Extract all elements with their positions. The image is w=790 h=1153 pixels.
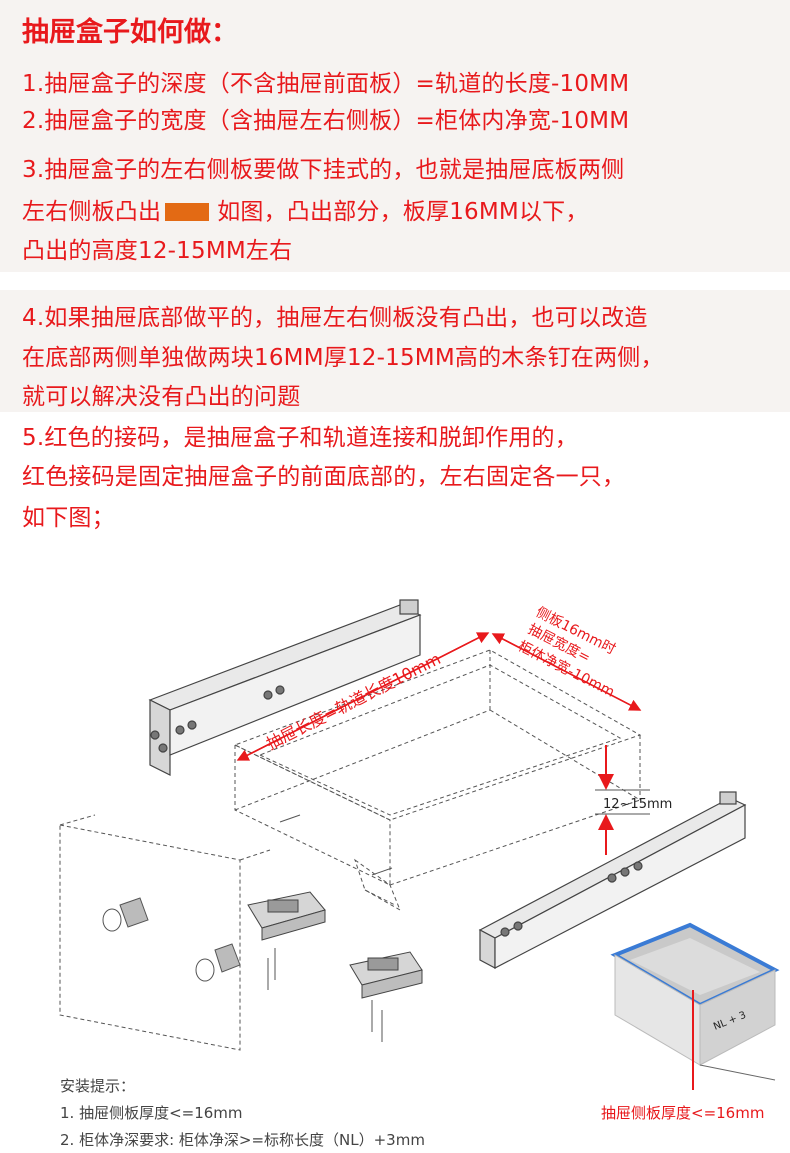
instruction-line-3c: 凸出的高度12-15MM左右: [22, 238, 293, 264]
drawer-box-render: NL + 3: [610, 922, 780, 1090]
drawer-slide-rail-right: [478, 791, 747, 969]
side-thickness-label: 抽屉侧板厚度<=16mm: [601, 1104, 765, 1122]
drawer-front-clip-left: [247, 891, 326, 941]
instruction-line-3a: 3.抽屉盒子的左右侧板要做下挂式的，也就是抽屉底板两侧: [22, 157, 625, 183]
instruction-line-5b: 红色接码是固定抽屉盒子的前面底部的，左右固定各一只，: [22, 464, 626, 490]
drawer-installation-diagram: 抽屉长度=轨道长度10mm 侧板16mm时 抽屉宽度= 柜体净宽-10mm 12…: [59, 599, 780, 1090]
drawer-slide-rail-left: [148, 599, 422, 776]
text-background-band-top: [0, 0, 790, 272]
instruction-line-5c: 如下图；: [22, 505, 115, 531]
page-title: 抽屉盒子如何做：: [22, 17, 238, 48]
install-tip-1: 1. 抽屉侧板厚度<=16mm: [60, 1104, 243, 1122]
instruction-line-2: 2.抽屉盒子的宽度（含抽屉左右侧板）=柜体内净宽-10MM: [22, 108, 630, 134]
width-dimension: 侧板16mm时 抽屉宽度= 柜体净宽-10mm: [491, 604, 642, 711]
height-dimension: 12~15mm: [595, 745, 672, 855]
hardware-screws: [102, 814, 393, 1042]
instruction-line-4b: 在底部两侧单独做两块16MM厚12-15MM高的木条钉在两侧，: [22, 345, 664, 371]
cabinet-side-panel: [59, 814, 271, 1051]
instruction-line-5a: 5.红色的接码，是抽屉盒子和轨道连接和脱卸作用的，: [22, 425, 578, 451]
instruction-line-1: 1.抽屉盒子的深度（不含抽屉前面板）=轨道的长度-10MM: [22, 71, 630, 97]
instruction-line-3b-end: 如图，凸出部分，板厚16MM以下，: [217, 199, 589, 225]
protrusion-swatch: [165, 203, 210, 221]
text-background-band-middle: [0, 290, 790, 412]
instruction-line-3b: 左右侧板凸出 如图，凸出部分，板厚16MM以下，: [22, 192, 589, 226]
drawer-front-clip-right: [349, 951, 423, 999]
instruction-line-3b-start: 左右侧板凸出: [22, 199, 162, 225]
install-tips-heading: 安装提示：: [60, 1077, 136, 1095]
height-label: 12~15mm: [603, 797, 672, 812]
instruction-line-4c: 就可以解决没有凸出的问题: [22, 384, 301, 410]
instruction-line-4a: 4.如果抽屉底部做平的，抽屉左右侧板没有凸出，也可以改造: [22, 305, 648, 331]
install-tip-2: 2. 柜体净深要求: 柜体净深>=标称长度（NL）+3mm: [60, 1131, 425, 1149]
